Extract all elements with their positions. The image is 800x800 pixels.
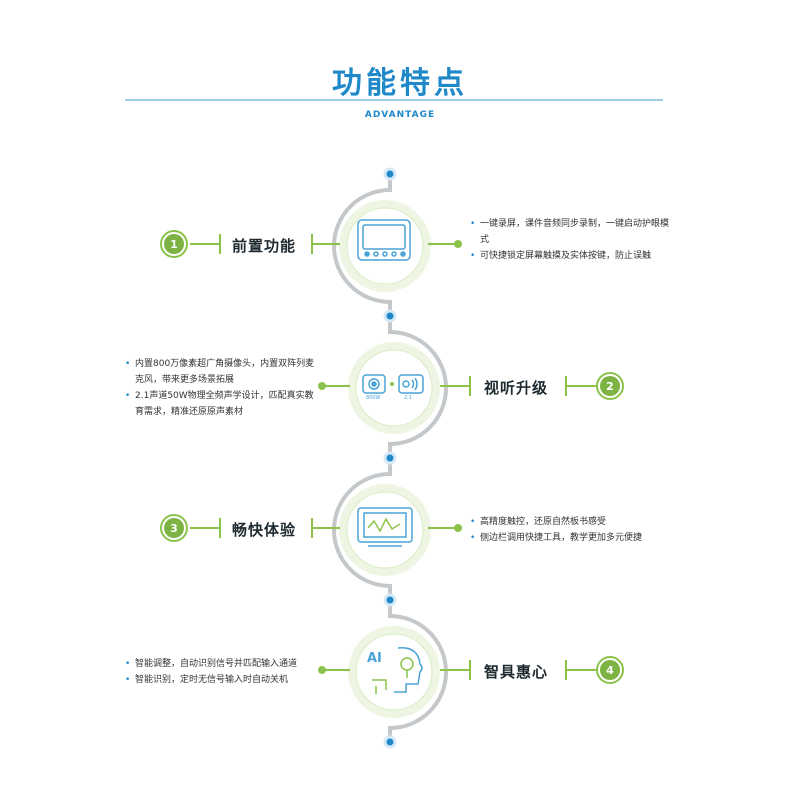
feature-number-4: 4 — [596, 656, 624, 684]
title-divider — [125, 99, 663, 101]
camera-speaker-icon — [362, 374, 424, 394]
feature-4-title: 智具惠心 — [484, 663, 549, 681]
feature-number-2: 2 — [596, 372, 624, 400]
feature-3-bullets: 高精度触控，还原自然板书感受 侧边栏调用快捷工具，教学更加多元便捷 — [470, 514, 670, 546]
feature-number-3: 3 — [160, 514, 188, 542]
feature-number-1-label: 1 — [164, 234, 184, 254]
ai-brain-icon — [372, 647, 423, 694]
feature-number-4-label: 4 — [600, 660, 620, 680]
timeline-node — [383, 451, 397, 465]
timeline-node — [383, 735, 397, 749]
feature-1-bullet: 一键录屏，课件音频同步录制，一键启动护眼模式 — [470, 216, 670, 248]
timeline-node — [383, 167, 397, 181]
speaker-label: 2.1 — [404, 395, 412, 401]
page-title: 功能特点 — [332, 66, 468, 101]
ai-label: AI — [367, 651, 382, 666]
touch-screen-icon — [357, 507, 413, 547]
camera-label: 800W — [366, 395, 381, 401]
feature-2-bullet: 2.1声道50W物理全频声学设计，匹配真实教育需求，精准还原原声素材 — [125, 388, 317, 420]
feature-1-title: 前置功能 — [232, 237, 297, 255]
feature-1-bullets: 一键录屏，课件音频同步录制，一键启动护眼模式 可快捷锁定屏幕触摸及实体按键，防止… — [470, 216, 670, 264]
feature-number-2-label: 2 — [600, 376, 620, 396]
feature-3-title: 畅快体验 — [232, 521, 297, 539]
feature-4-bullet: 智能调整，自动识别信号并匹配输入通道 — [125, 656, 321, 672]
feature-2-bullets: 内置800万像素超广角摄像头，内置双阵列麦克风，带来更多场景拓展 2.1声道50… — [125, 356, 317, 420]
feature-2-title: 视听升级 — [484, 379, 549, 397]
timeline-node — [383, 593, 397, 607]
feature-1-bullet: 可快捷锁定屏幕触摸及实体按键，防止误触 — [470, 248, 670, 264]
feature-3-bullet: 高精度触控，还原自然板书感受 — [470, 514, 670, 530]
feature-4-bullet: 智能识别，定时无信号输入时自动关机 — [125, 672, 321, 688]
feature-3-bullet: 侧边栏调用快捷工具，教学更加多元便捷 — [470, 530, 670, 546]
timeline-node — [383, 309, 397, 323]
feature-number-1: 1 — [160, 230, 188, 258]
feature-number-3-label: 3 — [164, 518, 184, 538]
page-subtitle: ADVANTAGE — [364, 110, 436, 120]
front-panel-icon — [357, 219, 411, 261]
feature-2-bullet: 内置800万像素超广角摄像头，内置双阵列麦克风，带来更多场景拓展 — [125, 356, 317, 388]
feature-4-bullets: 智能调整，自动识别信号并匹配输入通道 智能识别，定时无信号输入时自动关机 — [125, 656, 321, 688]
